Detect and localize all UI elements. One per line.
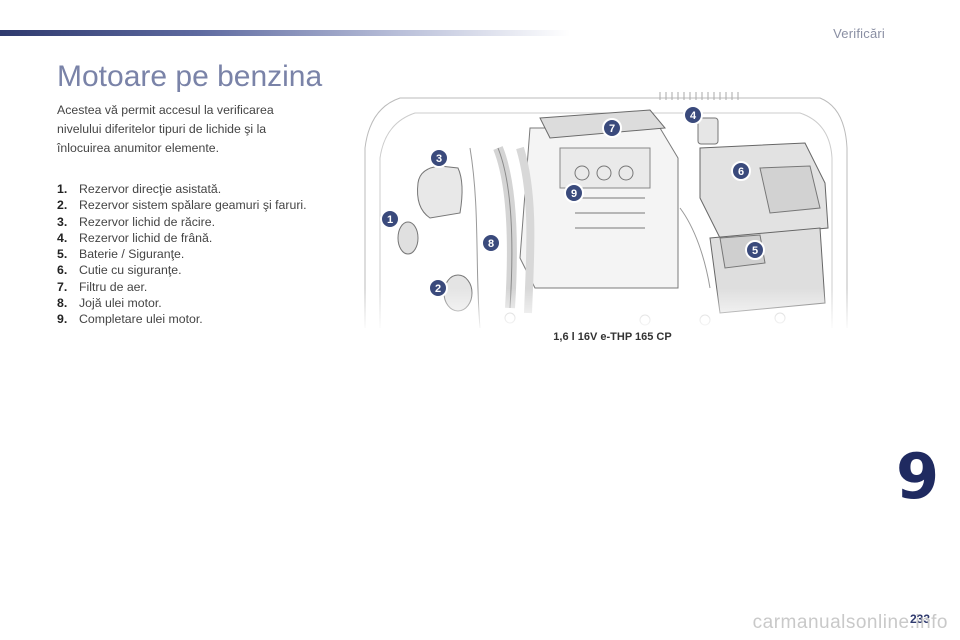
legend-number: 7. <box>57 279 68 294</box>
marker-badge-icon <box>380 209 400 229</box>
intro-text: Acestea vă permit accesul la verificarea… <box>57 103 274 155</box>
legend-text: Filtru de aer. <box>79 279 148 294</box>
chapter-name: Verificări <box>833 26 885 41</box>
marker-3: 3 <box>429 148 449 168</box>
legend-item: 7. Filtru de aer. <box>57 279 307 295</box>
marker-badge-icon <box>731 161 751 181</box>
marker-badge-icon <box>745 240 765 260</box>
legend-item: 5. Baterie / Siguranţe. <box>57 246 307 262</box>
marker-6: 6 <box>731 161 751 181</box>
marker-badge-icon <box>564 183 584 203</box>
chapter-number: 9 <box>896 440 940 513</box>
legend-item: 4. Rezervor lichid de frână. <box>57 230 307 246</box>
legend-number: 1. <box>57 182 68 196</box>
marker-badge-icon <box>481 233 501 253</box>
marker-label: 6 <box>738 166 744 178</box>
marker-4: 4 <box>683 105 703 125</box>
marker-label: 3 <box>436 153 442 165</box>
marker-label: 2 <box>435 283 441 295</box>
legend-text: Jojă ulei motor. <box>79 296 162 311</box>
marker-8: 8 <box>481 233 501 253</box>
legend-number: 4. <box>57 230 68 245</box>
figure-caption: 1,6 l 16V e-THP 165 CP <box>553 331 672 343</box>
marker-label: 5 <box>752 245 758 257</box>
marker-badge-icon <box>429 148 449 168</box>
legend-text: Completare ulei motor. <box>79 312 203 327</box>
header-bar <box>0 30 570 36</box>
marker-badge-icon <box>428 278 448 298</box>
marker-7: 7 <box>602 118 622 138</box>
marker-1: 1 <box>380 209 400 229</box>
page-title: Motoare pe benzina <box>57 60 323 93</box>
legend-number: 8. <box>57 296 68 311</box>
legend-text: Rezervor sistem spălare geamuri şi farur… <box>79 198 307 213</box>
marker-label: 7 <box>609 123 615 135</box>
legend-text: Rezervor lichid de frână. <box>79 230 213 245</box>
legend-number: 6. <box>57 263 68 278</box>
marker-9: 9 <box>564 183 584 203</box>
legend-text: Rezervor lichid de răcire. <box>79 214 215 229</box>
marker-label: 9 <box>571 188 577 200</box>
legend-item: 6. Cutie cu siguranţe. <box>57 262 307 278</box>
marker-label: 1 <box>387 214 393 226</box>
marker-label: 8 <box>488 238 494 250</box>
engine-bay-drawing: 1 2 3 4 5 6 7 8 <box>360 92 850 332</box>
legend-text: Baterie / Siguranţe. <box>79 247 185 262</box>
marker-2: 2 <box>428 278 448 298</box>
legend-text: Rezervor direcţie asistată. <box>79 182 222 196</box>
marker-badge-icon <box>683 105 703 125</box>
legend-item: 8. Jojă ulei motor. <box>57 295 307 311</box>
legend-item: 9. Completare ulei motor. <box>57 311 307 327</box>
legend-number: 5. <box>57 247 68 262</box>
legend-number: 9. <box>57 312 68 327</box>
watermark: carmanualsonline.info <box>752 612 948 633</box>
marker-5: 5 <box>745 240 765 260</box>
marker-badge-icon <box>602 118 622 138</box>
marker-label: 4 <box>690 110 697 122</box>
engine-bay-illustration: 1 2 3 4 5 6 7 8 <box>360 88 850 332</box>
legend-item: 3. Rezervor lichid de răcire. <box>57 214 307 230</box>
legend-number: 3. <box>57 214 68 229</box>
page-number: 233 <box>909 612 930 626</box>
legend-item: 2. Rezervor sistem spălare geamuri şi far… <box>57 197 307 213</box>
legend-number: 2. <box>57 198 68 213</box>
legend-text: Cutie cu siguranţe. <box>79 263 182 278</box>
legend-item: 1. Rezervor direcţie asistată. <box>57 181 307 197</box>
component-legend: 1. Rezervor direcţie asistată. 2. Rezervor… <box>57 181 307 328</box>
